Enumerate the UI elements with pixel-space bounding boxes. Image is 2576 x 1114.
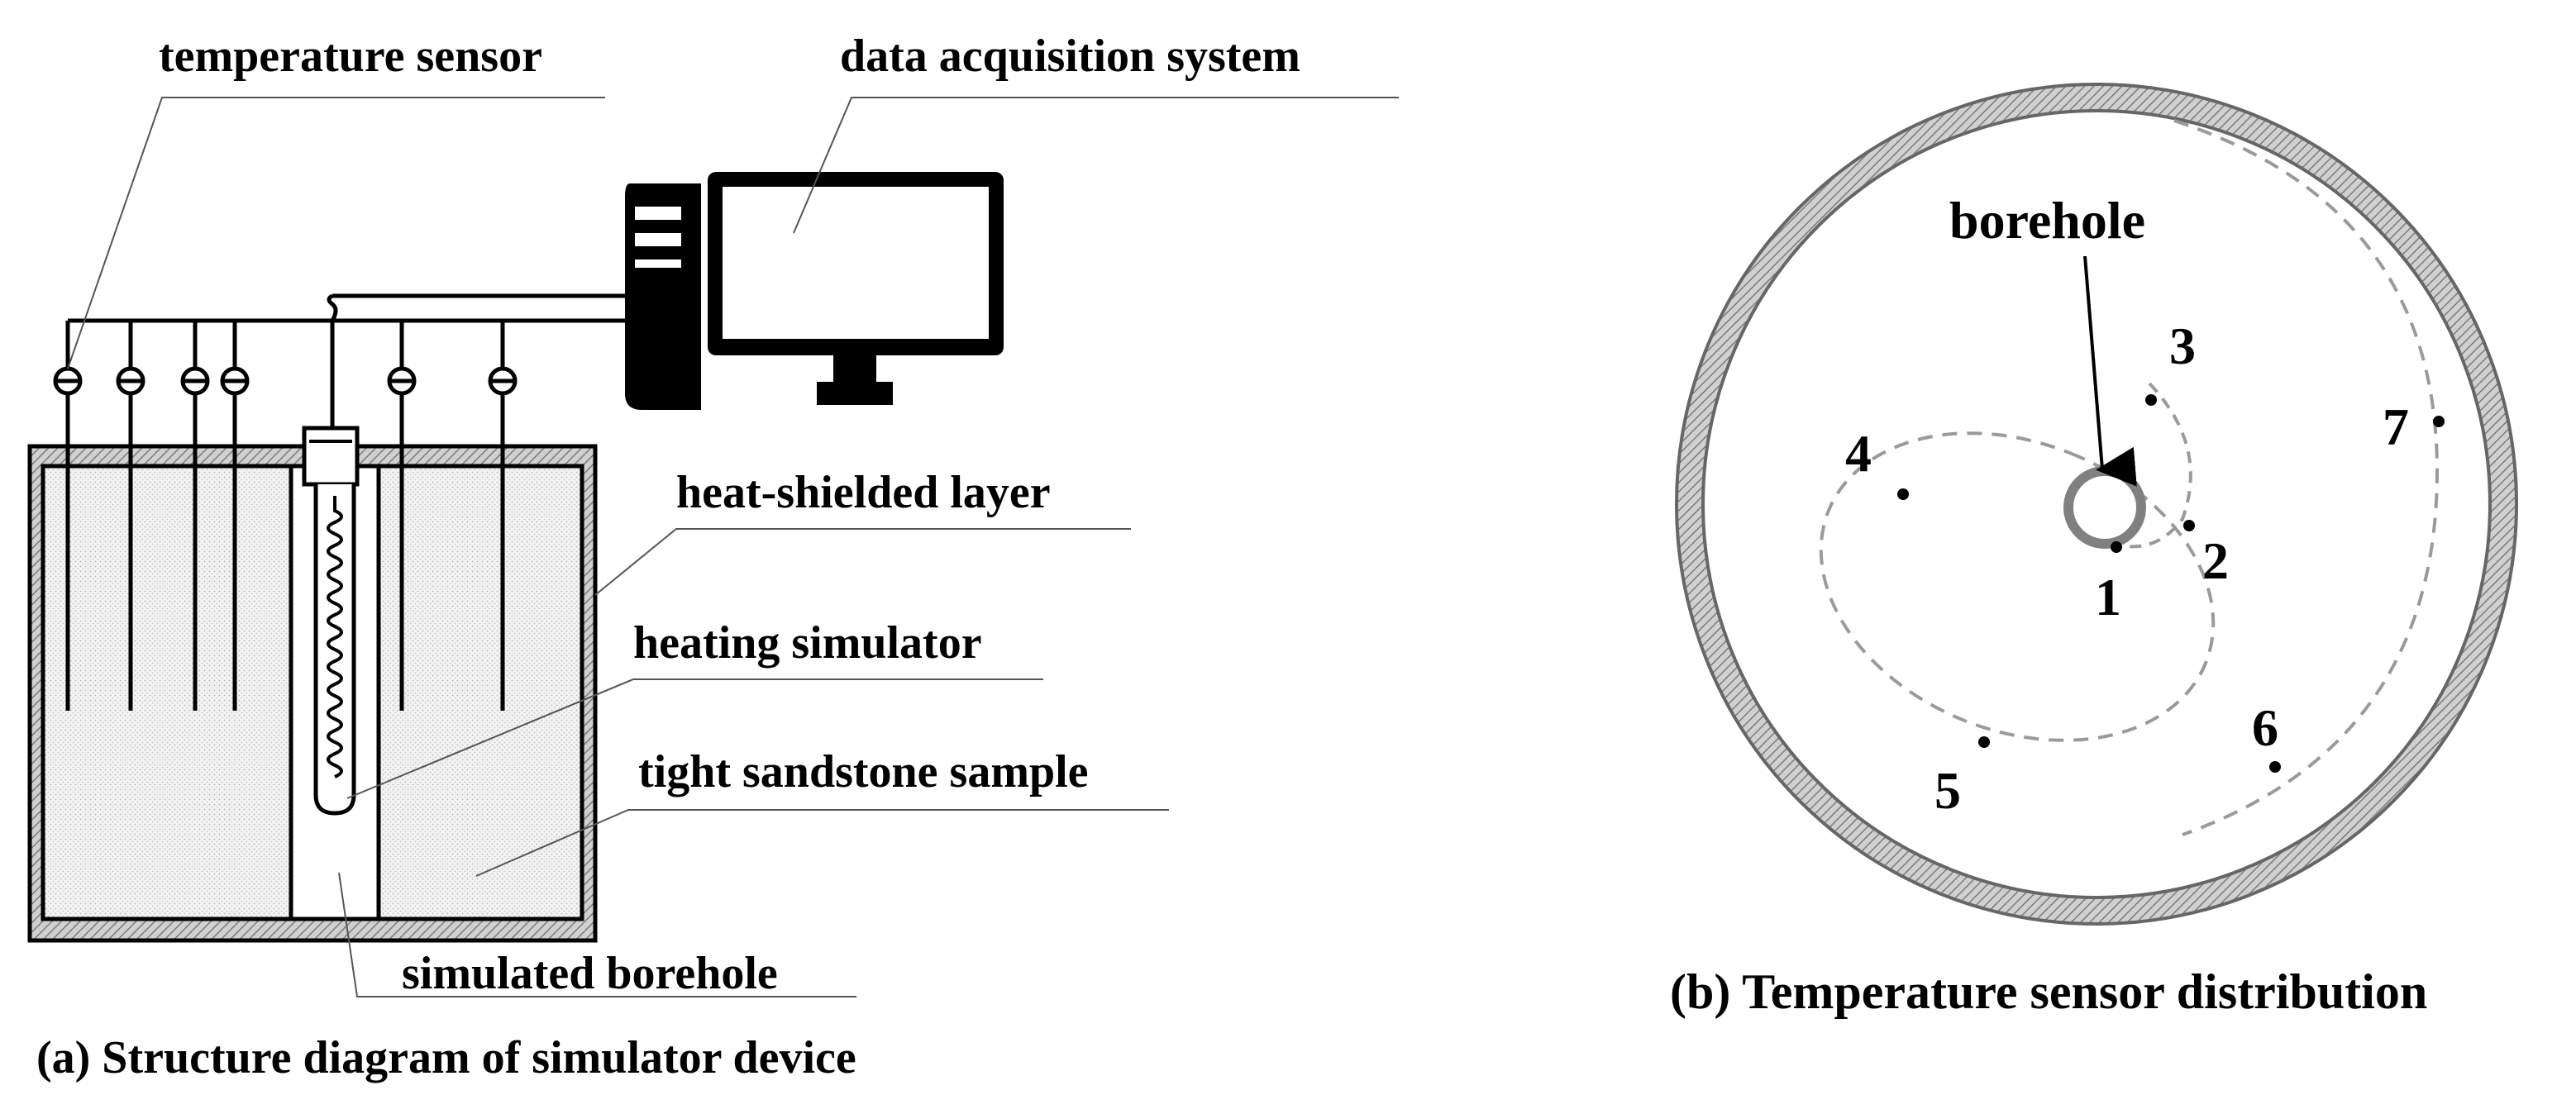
dashed-orbit-inner [1819,431,2216,742]
leader-simulated-borehole [338,872,856,997]
sensor-label-1: 1 [2095,568,2121,626]
caption-panel-a: (a) Structure diagram of simulator devic… [36,1032,856,1083]
heater-cap [302,426,360,487]
sensor-label-5: 5 [1934,761,1961,820]
heating-coil [327,496,343,778]
dashed-orbit-small [2120,382,2192,549]
label-heating-simulator: heating simulator [633,617,982,669]
label-temperature-sensor: temperature sensor [159,31,542,82]
heating-simulator [302,426,360,816]
leader-tight-sandstone [475,809,1169,877]
sensor-label-3: 3 [2169,317,2196,375]
monitor-icon [708,172,1004,405]
leader-lines [67,97,1399,997]
borehole-arrow [2083,255,2137,487]
label-borehole: borehole [1949,191,2145,250]
dashed-orbit-outer [2173,119,2440,836]
sensor-point-5 [1978,736,1990,748]
sensor-point-2 [2183,520,2195,531]
sensor-points [1897,394,2445,773]
panel-a-structure-diagram: temperature sensor data acquisition syst… [27,31,1399,1083]
computer-tower-icon [625,183,701,410]
sensor-rods-in-sample [65,446,505,711]
panel-b-sensor-distribution: borehole 1 2 3 4 5 6 7 (b) Temperature s… [1670,83,2518,1019]
sensor-point-6 [2269,761,2281,773]
sensor-label-2: 2 [2202,531,2229,590]
sensor-label-4: 4 [1845,424,1872,483]
caption-panel-b: (b) Temperature sensor distribution [1670,964,2427,1019]
sensor-point-7 [2433,416,2445,427]
sensor-point-3 [2145,394,2157,406]
leader-heat-shielded-layer [594,528,1131,596]
label-heat-shielded-layer: heat-shielded layer [676,467,1051,518]
sensor-label-6: 6 [2252,698,2278,757]
leader-temperature-sensor [67,97,605,369]
sensor-cable-bus [68,293,625,430]
sensor-point-1 [2111,541,2122,553]
borehole-circle [2063,466,2146,549]
sample-container [27,444,598,943]
leader-heating-simulator [346,678,1043,799]
label-tight-sandstone-sample: tight sandstone sample [638,746,1089,797]
label-data-acquisition-system: data acquisition system [840,31,1300,82]
sensor-point-4 [1897,488,1909,500]
leader-data-acquisition [793,97,1399,234]
sensor-label-7: 7 [2383,398,2409,456]
label-simulated-borehole: simulated borehole [402,948,778,999]
